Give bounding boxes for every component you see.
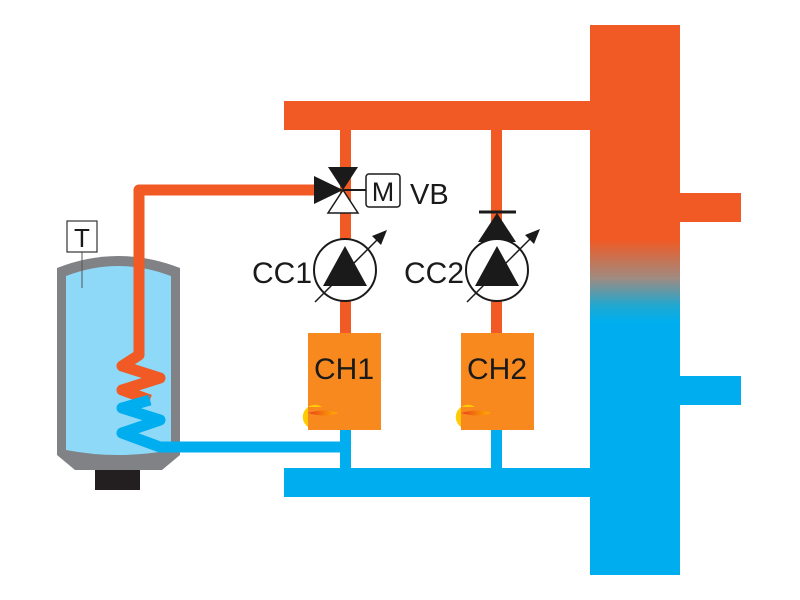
pump2-icon [465,229,540,303]
hot-header-pipe [284,101,592,130]
mixing-valve-icon [314,167,367,214]
cold-header-pipe [284,468,592,497]
valve-motor-box [365,173,401,208]
boiler2-return-pipe [491,428,502,470]
tank-flow-pipe [116,184,315,406]
hot-outlet-branch [678,193,741,222]
valve-label: VB [410,179,449,211]
check-valve-icon [478,210,516,242]
tank-return-coil [116,394,345,453]
burner1-icon [302,404,338,427]
pump1-icon [313,230,387,303]
valve-motor-label: M [372,177,395,207]
pump2-label: CC2 [404,257,464,290]
boiler2-label: CH2 [467,353,527,386]
cold-inlet-branch [678,376,741,405]
tank-sensor-label: T [74,223,90,253]
boiler1-flow-pipe [340,128,351,334]
tank-sensor-box [66,220,98,253]
boiler1-return-pipe [340,428,351,470]
boiler1-label: CH1 [314,353,374,386]
pump1-label: CC1 [252,257,312,290]
hydraulic-separator [590,25,680,575]
burner2-icon [455,404,491,427]
